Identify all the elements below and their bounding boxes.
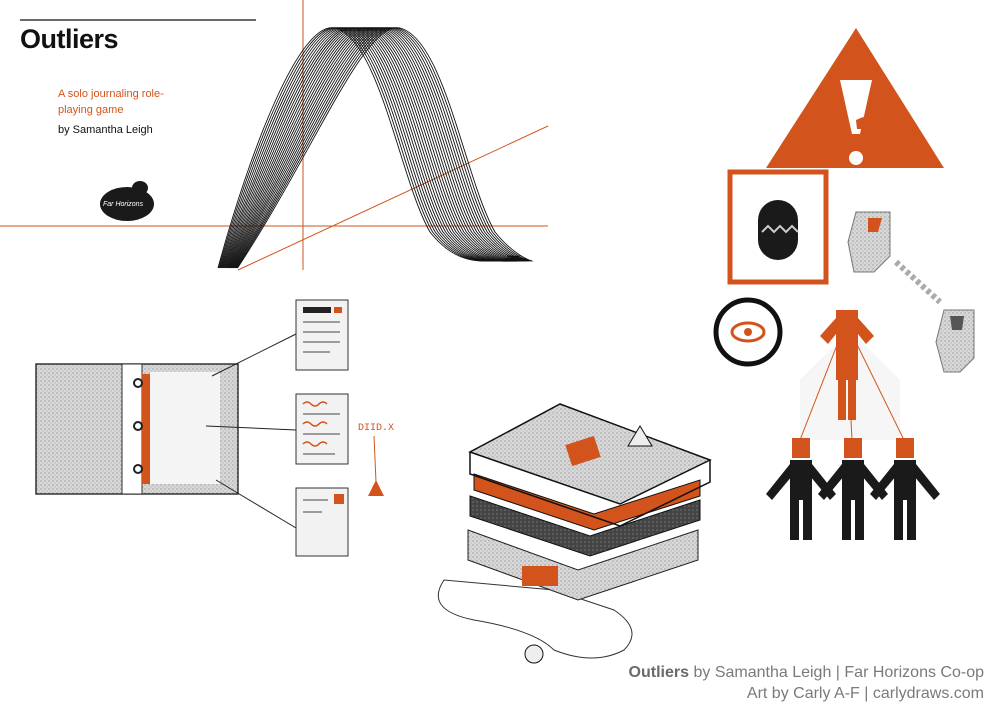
note-pointer <box>373 435 377 483</box>
dashed-connector <box>893 259 943 305</box>
warning-triangle-icon <box>766 28 944 168</box>
cover-title: Outliers <box>20 24 119 54</box>
binder-tab <box>142 374 150 484</box>
accent-diagonal-line <box>237 125 549 271</box>
binder-rings <box>133 378 143 474</box>
journal-sheet-3 <box>295 487 349 557</box>
profile-head-icon-2 <box>935 309 975 373</box>
credits-art-line: Art by Carly A-F | carlydraws.com <box>746 685 984 702</box>
puppet-figure-3 <box>870 438 940 540</box>
puppet-figure-2 <box>818 438 888 540</box>
handwritten-note: DIID.X <box>358 423 394 434</box>
journal-sheet-1 <box>295 299 349 371</box>
bug-icon <box>524 644 544 664</box>
credits-by-line: by Samantha Leigh | Far Horizons Co-op <box>693 664 984 681</box>
binder-diagram: DIID.X <box>35 299 394 557</box>
publisher-logo: Far Horizons <box>100 181 154 221</box>
book-dark <box>469 495 701 557</box>
puppet-figures <box>766 438 940 540</box>
connector-line-3 <box>215 479 297 529</box>
credits-game-title: Outliers <box>628 664 690 681</box>
publisher-logo-text: Far Horizons <box>103 201 144 208</box>
cover-panel: Far Horizons <box>0 0 549 271</box>
book-stack-illustration <box>437 403 712 664</box>
puppet-master-figure <box>799 310 905 441</box>
cover-subtitle: A solo journaling role-playing game <box>58 88 164 116</box>
flask-icon <box>368 480 384 496</box>
credits-block: Outliers by Samantha Leigh | Far Horizon… <box>629 662 984 704</box>
credits-line-1: Outliers by Samantha Leigh | Far Horizon… <box>629 662 984 683</box>
binder-page <box>150 372 220 484</box>
eye-symbol-icon <box>713 297 783 367</box>
profile-head-icon <box>847 211 891 273</box>
connector-line-1 <box>211 333 297 377</box>
journal-sheet-2 <box>295 393 349 465</box>
ink-spill-outline <box>437 579 633 659</box>
book-bottom <box>467 529 699 601</box>
book-orange <box>473 473 701 531</box>
lamp-icon <box>627 425 653 447</box>
cover-author: by Samantha Leigh <box>58 124 153 136</box>
book-sticker <box>565 435 601 467</box>
wave-ribbon-graphic <box>217 27 533 269</box>
book-label <box>522 566 558 586</box>
connector-line-2 <box>205 425 297 431</box>
monster-portrait-icon <box>727 169 829 285</box>
